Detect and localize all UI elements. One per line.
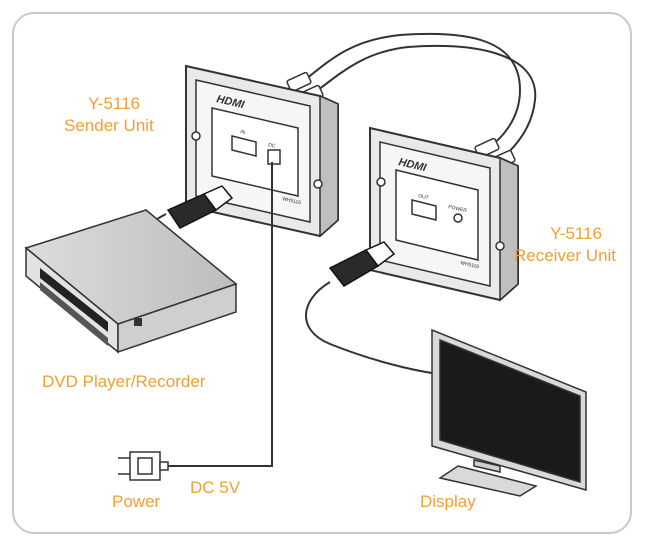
display-label: Display	[420, 492, 476, 511]
dvd-label: DVD Player/Recorder	[42, 372, 206, 391]
power-adapter	[118, 451, 169, 481]
display-monitor	[431, 328, 587, 497]
sender-name-label: Sender Unit	[64, 116, 154, 135]
dvd-player	[24, 209, 238, 354]
hdmi-plug-sender	[129, 185, 234, 241]
sender-serial: WH5116	[282, 196, 302, 206]
dc-voltage-label: DC 5V	[190, 478, 241, 497]
cat-cable	[299, 32, 537, 161]
receiver-port-label: OUT	[418, 193, 430, 201]
receiver-power-label: POWER	[448, 204, 468, 214]
sender-dc-label: DC	[268, 142, 277, 150]
receiver-name-label: Receiver Unit	[514, 246, 617, 265]
receiver-model-label: Y-5116	[550, 224, 602, 243]
dc-power-cable	[168, 162, 273, 467]
hdmi-plug-receiver	[305, 241, 439, 375]
sender-model-label: Y-5116	[88, 94, 140, 113]
receiver-unit: HDMI OUT POWER WH5116	[369, 126, 519, 302]
receiver-serial: WH5116	[460, 260, 480, 270]
power-label: Power	[112, 492, 161, 511]
sender-unit: HDMI IN DC WH5116	[185, 64, 339, 238]
sender-port-label: IN	[240, 129, 247, 136]
